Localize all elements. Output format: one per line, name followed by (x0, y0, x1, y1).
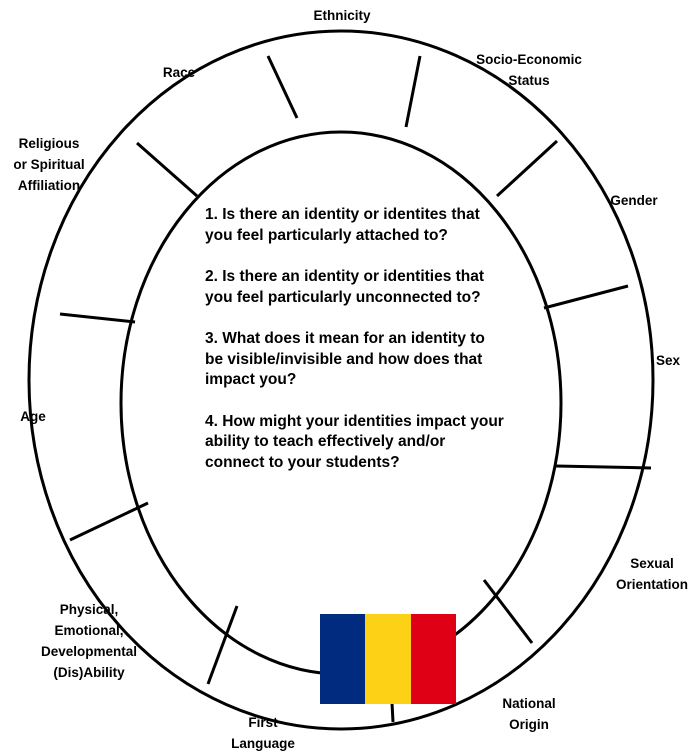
divider (495, 139, 559, 198)
label-line: Status (508, 73, 550, 88)
divider (555, 464, 652, 470)
label-line: (Dis)Ability (53, 665, 125, 680)
segment-label-sexual-orientation: Sexual Orientation (616, 553, 688, 595)
segment-label-religious-affiliation: Religious or Spiritual Affiliation (13, 133, 84, 196)
label-line: Sexual (630, 556, 674, 571)
segment-label-socio-economic-status: Socio-Economic Status (476, 49, 582, 91)
segment-label-first-language: First Language (231, 712, 295, 754)
label-line: Gender (610, 193, 658, 208)
label-line: Affiliation (17, 178, 81, 193)
label-line: Race (162, 65, 196, 80)
divider (59, 312, 136, 324)
label-line: Language (231, 736, 295, 751)
label-line: Age (20, 409, 46, 424)
segment-label-ability: Physical, Emotional, Developmental (Dis)… (41, 599, 137, 683)
outer-ring (27, 29, 655, 731)
question-4: 4. How might your identities impact your… (205, 412, 504, 471)
label-line: Orientation (615, 577, 689, 592)
label-line: Religious (18, 136, 80, 151)
label-line: First (248, 715, 278, 730)
segment-label-age: Age (20, 406, 46, 427)
label-line: National (502, 696, 556, 711)
question-1: 1. Is there an identity or identites tha… (205, 206, 480, 244)
segment-label-national-origin: National Origin (502, 693, 555, 735)
segment-label-race: Race (163, 62, 195, 83)
label-line: Sex (655, 353, 681, 368)
label-line: Origin (509, 717, 549, 732)
label-line: Emotional, (54, 623, 124, 638)
divider (69, 501, 149, 542)
flag-stripe-blue (320, 614, 366, 704)
divider (206, 605, 239, 685)
segment-label-gender: Gender (610, 190, 657, 211)
divider (266, 55, 299, 119)
divider (543, 284, 629, 310)
label-line: or Spiritual (13, 157, 85, 172)
label-line: Ethnicity (313, 8, 371, 23)
question-3: 3. What does it mean for an identity to … (205, 330, 485, 388)
label-line: Socio-Economic (476, 52, 582, 67)
divider (404, 55, 422, 128)
segment-dividers (59, 55, 652, 723)
reflection-questions: 1. Is there an identity or identites tha… (205, 205, 505, 494)
tricolor-flag-image (320, 614, 456, 704)
segment-label-sex: Sex (656, 350, 680, 371)
flag-stripe-red (410, 614, 456, 704)
divider (136, 141, 198, 198)
label-line: Physical, (59, 602, 119, 617)
flag-stripe-yellow (365, 614, 411, 704)
question-2: 2. Is there an identity or identities th… (205, 268, 485, 306)
segment-label-ethnicity: Ethnicity (313, 5, 370, 26)
label-line: Developmental (40, 644, 138, 659)
divider (482, 579, 534, 644)
